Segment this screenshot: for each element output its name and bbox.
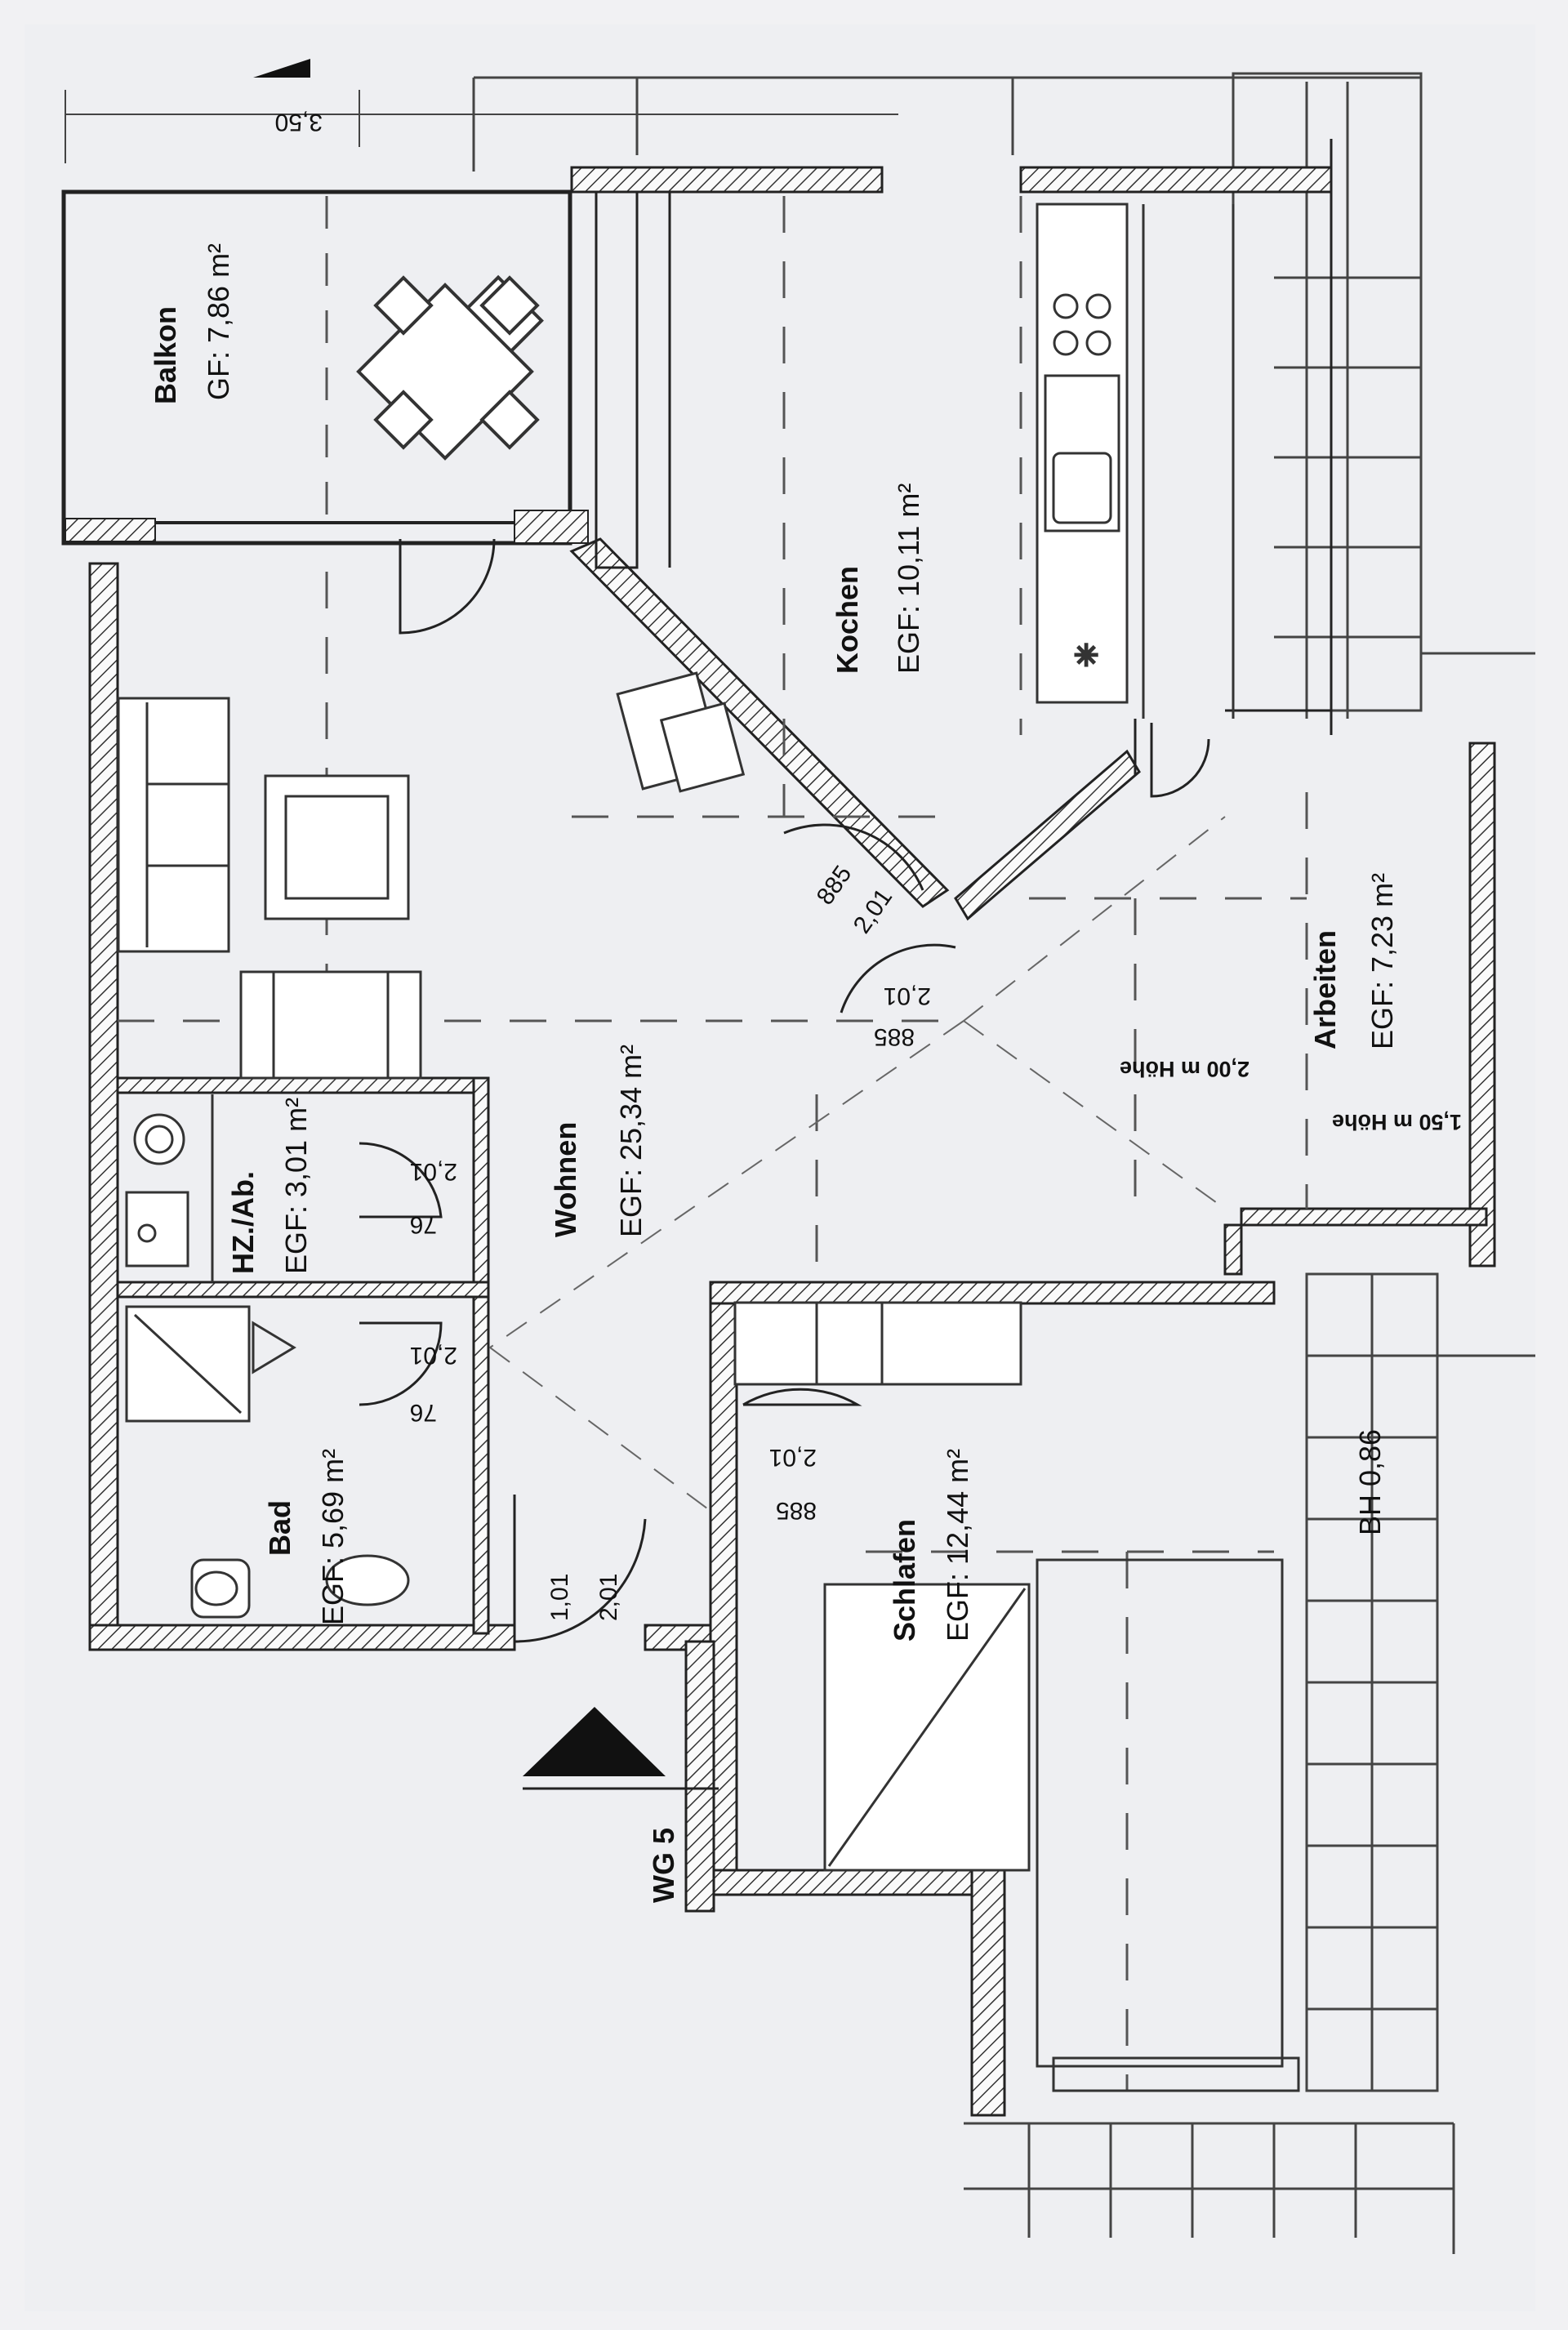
arbeiten-name: Arbeiten (1308, 930, 1342, 1049)
living-furniture (117, 671, 746, 1080)
height-150-note: 1,50 m Höhe (1332, 1110, 1462, 1134)
door-schlafen-width: 885 (776, 1497, 817, 1524)
balkon-area (61, 189, 589, 546)
diagonal-lines (489, 816, 1226, 1512)
entry-arrow-icon (523, 1707, 666, 1776)
hz-area-label: EGF: 3,01 m² (279, 1098, 313, 1274)
schlafen-area-label: EGF: 12,44 m² (941, 1449, 974, 1642)
balkon-area-label: GF: 7,86 m² (202, 243, 235, 400)
dining-table-icon (356, 274, 544, 461)
top-dimension (65, 90, 898, 163)
door-bad-width: 76 (410, 1399, 437, 1426)
bad-fixtures (125, 1305, 410, 1619)
paper (24, 25, 1535, 2311)
hz-name: HZ./Ab. (226, 1171, 260, 1274)
dashed-lines (118, 196, 1308, 2091)
walls (88, 139, 1496, 2117)
north-arrow-icon (253, 59, 310, 78)
wohnen-area-label: EGF: 25,34 m² (614, 1045, 648, 1237)
kitchen-counter: ✳ (1036, 203, 1129, 704)
hz-fixtures (125, 1094, 214, 1282)
bh-note: BH 0,86 (1353, 1429, 1387, 1535)
door-bad-height: 2,01 (410, 1342, 457, 1369)
bad-area-label: EGF: 5,69 m² (316, 1449, 350, 1625)
door-entry-width: 1,01 (546, 1574, 573, 1621)
door-entry-height: 2,01 (595, 1574, 622, 1621)
wohnen-name: Wohnen (549, 1122, 582, 1237)
door-swings (359, 538, 1210, 1643)
kochen-name: Kochen (831, 566, 864, 674)
door-hz-width: 76 (410, 1211, 437, 1238)
top-dim-label: 3,50 (275, 109, 323, 136)
bedroom-furniture (733, 1301, 1300, 2092)
height-200-note: 2,00 m Höhe (1120, 1057, 1250, 1081)
door-hz-height: 2,01 (410, 1158, 457, 1185)
roof-grid (472, 72, 1535, 2254)
door-arbeiten-height: 2,01 (884, 982, 931, 1009)
svg-text:✳: ✳ (1074, 639, 1098, 672)
bad-name: Bad (263, 1500, 296, 1556)
unit-label: WG 5 (647, 1828, 680, 1903)
arbeiten-area-label: EGF: 7,23 m² (1365, 873, 1399, 1049)
door-schlafen-height: 2,01 (769, 1444, 817, 1471)
notes: 2,00 m Höhe 1,50 m Höhe BH 0,86 WG 5 (647, 1057, 1462, 1903)
door-arbeiten-width: 885 (874, 1023, 915, 1050)
room-labels: Balkon GF: 7,86 m² Kochen EGF: 10,11 m² … (149, 243, 1399, 1642)
kochen-area-label: EGF: 10,11 m² (892, 483, 925, 674)
schlafen-name: Schlafen (888, 1519, 921, 1642)
balkon-name: Balkon (149, 306, 182, 404)
